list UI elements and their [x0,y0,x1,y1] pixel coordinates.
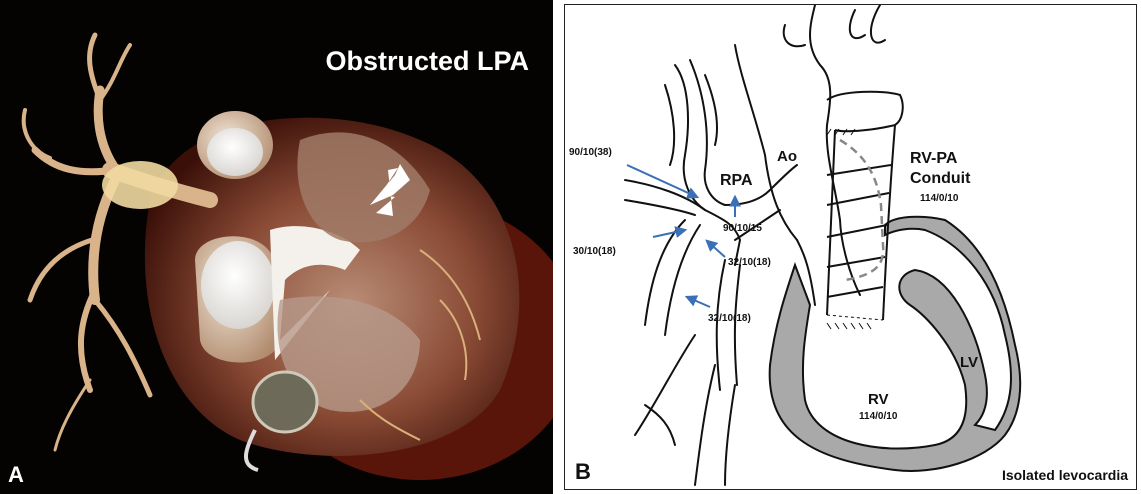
panel-b-footer: Isolated levocardia [1002,467,1128,483]
lower-vessel-lumen [201,241,275,329]
label-p3: 30/10(18) [573,246,616,257]
label-rv-pressure: 114/0/10 [859,411,898,422]
label-p1: 90/10(38) [569,147,612,158]
device-object [253,372,317,432]
ct-render-panel: Obstructed LPA A [0,0,553,494]
label-conduit-pressure: 114/0/10 [920,193,959,204]
label-p2: 90/10/15 [723,223,762,234]
panel-b-letter: B [575,459,591,485]
label-conduit: Conduit [910,170,971,187]
panel-a-title: Obstructed LPA [325,46,529,77]
schematic-diagram: Ao RPA RV-PA Conduit 114/0/10 RV 114/0/1… [565,5,1137,490]
panel-a-letter: A [8,462,24,488]
label-rv: RV [868,391,889,408]
upper-vessel-lumen [207,128,263,176]
ventricle-shape [770,217,1021,471]
label-lv: LV [960,354,978,371]
label-ao: Ao [777,148,797,165]
pressure-arrows [627,165,735,307]
pulmonary-tree [625,60,797,485]
label-p5: 32/10(18) [708,313,751,324]
label-rv-pa: RV-PA [910,150,958,167]
label-p4: 32/10(18) [728,257,771,268]
schematic-panel: Ao RPA RV-PA Conduit 114/0/10 RV 114/0/1… [564,4,1137,490]
label-rpa: RPA [720,172,753,189]
rpa-highlight [102,161,178,209]
